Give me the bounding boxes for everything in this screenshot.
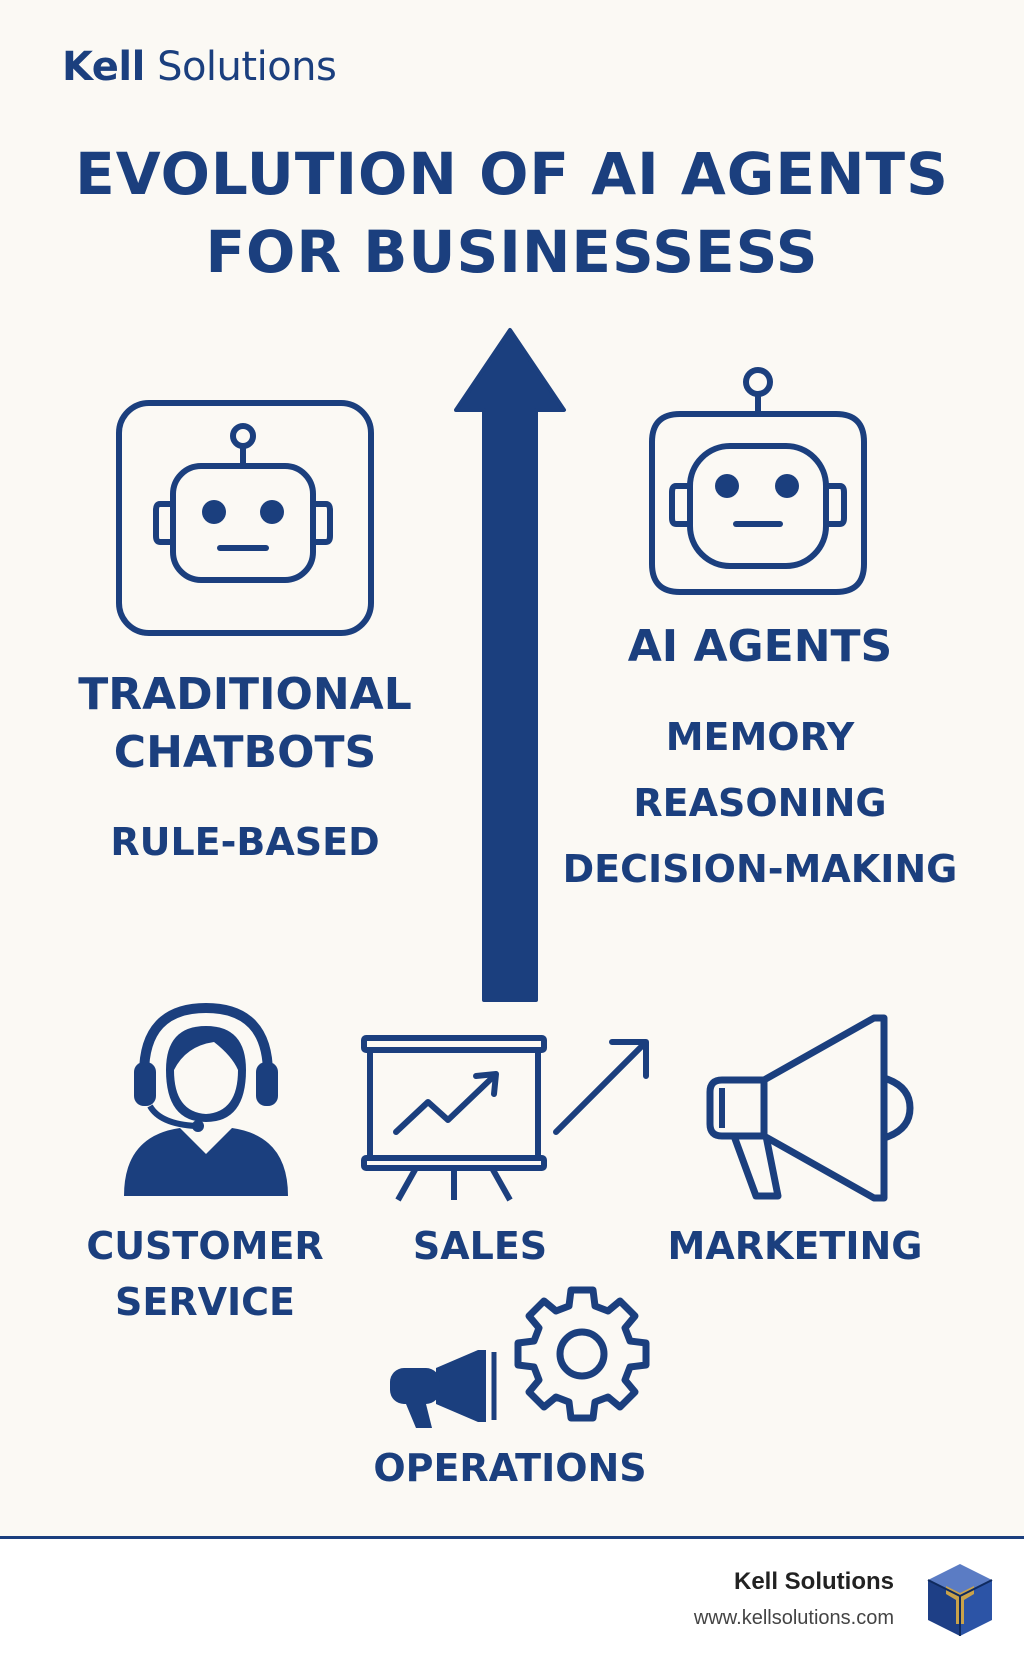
- title-line-1: EVOLUTION OF AI AGENTS: [75, 140, 949, 208]
- footer-company: Kell Solutions: [733, 1568, 894, 1595]
- ai-agent-features: MEMORY REASONING DECISION-MAKING: [560, 704, 960, 902]
- traditional-line-2: CHATBOTS: [113, 727, 377, 778]
- sales-label: SALES: [412, 1224, 548, 1268]
- footer-url-link[interactable]: www.kellsolutions.com: [693, 1607, 894, 1629]
- robot-icon: [116, 400, 374, 636]
- ai-agents-heading: AI AGENTS: [627, 621, 893, 672]
- operations-label: OPERATIONS: [373, 1446, 647, 1490]
- rule-based-label: RULE-BASED: [110, 820, 380, 864]
- footer-divider: [0, 1536, 1024, 1539]
- title-line-2: FOR BUSINESSESS: [205, 218, 819, 286]
- cube-logo-icon: [927, 1564, 993, 1636]
- feature-decision-making: DECISION-MAKING: [562, 847, 958, 891]
- megaphone-icon: [706, 1014, 914, 1202]
- customer-service-line-2: SERVICE: [115, 1280, 295, 1324]
- support-agent-icon: [124, 1002, 288, 1196]
- trend-arrow-icon: [553, 1039, 649, 1135]
- brand-logo-text: Kell Solutions: [62, 44, 337, 90]
- feature-reasoning: REASONING: [633, 781, 887, 825]
- small-megaphone-icon: [390, 1350, 497, 1428]
- traditional-line-1: TRADITIONAL: [78, 669, 412, 720]
- robot-headset-icon: [649, 367, 867, 595]
- upward-arrow-icon: [454, 328, 566, 1002]
- customer-service-line-1: CUSTOMER: [86, 1224, 324, 1268]
- gear-icon: [514, 1286, 650, 1422]
- traditional-chatbots-heading: TRADITIONAL CHATBOTS: [40, 666, 450, 782]
- brand-rest: Solutions: [157, 44, 337, 90]
- page-title: EVOLUTION OF AI AGENTS FOR BUSINESSESS: [0, 135, 1024, 291]
- feature-memory: MEMORY: [665, 715, 855, 759]
- footer: [0, 1539, 1024, 1666]
- presentation-chart-icon: [361, 1035, 547, 1202]
- brand-strong: Kell: [62, 44, 145, 90]
- marketing-label: MARKETING: [667, 1224, 923, 1268]
- customer-service-label: CUSTOMER SERVICE: [70, 1218, 340, 1330]
